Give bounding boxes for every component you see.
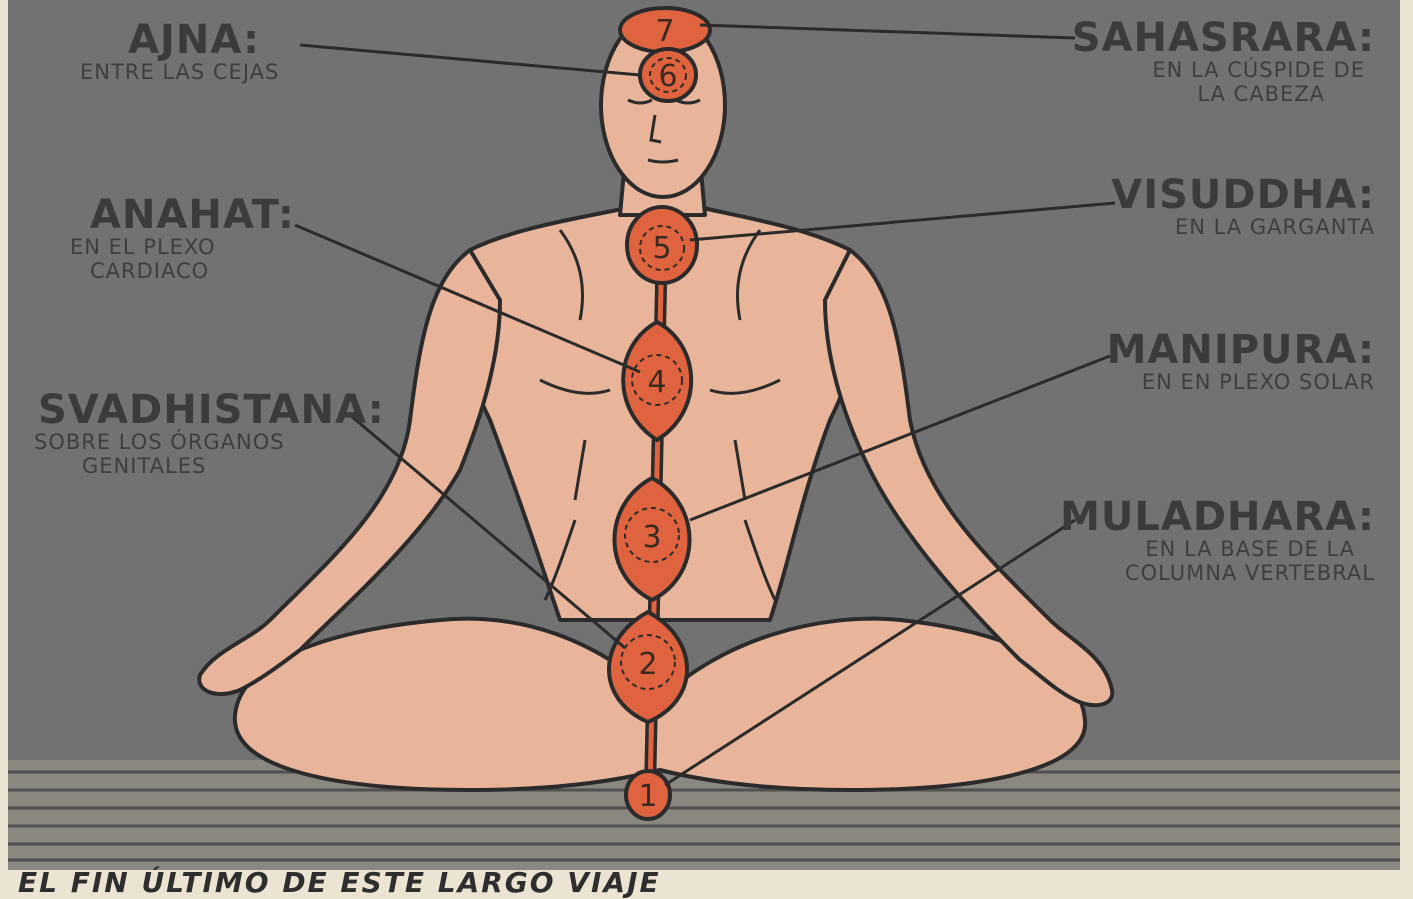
label-muladhara: MULADHARA: EN LA BASE DE LA COLUMNA VERT… [1060, 497, 1375, 585]
svadhistana-description-line1: SOBRE LOS ÓRGANOS [34, 430, 385, 454]
muladhara-description-line1: EN LA BASE DE LA [1060, 537, 1355, 561]
chakra-2-number: 2 [638, 647, 657, 682]
bottom-caption: EL FIN ÚLTIMO DE ESTE LARGO VIAJE [18, 868, 661, 898]
chakra-3-number: 3 [642, 520, 661, 555]
chakra-5-number: 5 [652, 231, 671, 266]
manipura-name: MANIPURA: [1107, 330, 1375, 370]
muladhara-name: MULADHARA: [1060, 497, 1375, 537]
ajna-name: AJNA: [128, 20, 279, 60]
anahat-description-line1: EN EL PLEXO [70, 235, 295, 259]
sahasrara-description-line1: EN LA CÚSPIDE DE [1072, 58, 1365, 82]
label-sahasrara: SAHASRARA: EN LA CÚSPIDE DE LA CABEZA [1072, 18, 1375, 106]
sahasrara-name: SAHASRARA: [1072, 18, 1375, 58]
chakra-4-number: 4 [647, 365, 666, 400]
chakra-1-number: 1 [638, 779, 657, 814]
muladhara-description-line2: COLUMNA VERTEBRAL [1060, 561, 1375, 585]
anahat-description-line2: CARDIACO [90, 259, 295, 283]
chakra-6-number: 6 [658, 59, 677, 94]
label-manipura: MANIPURA: EN EN PLEXO SOLAR [1107, 330, 1375, 394]
svadhistana-name: SVADHISTANA: [38, 390, 385, 430]
label-visuddha: VISUDDHA: EN LA GARGANTA [1111, 175, 1375, 239]
visuddha-name: VISUDDHA: [1111, 175, 1375, 215]
manipura-description: EN EN PLEXO SOLAR [1107, 370, 1375, 394]
label-svadhistana: SVADHISTANA: SOBRE LOS ÓRGANOS GENITALES [38, 390, 385, 478]
chakra-7-number: 7 [655, 14, 674, 49]
sahasrara-description-line2: LA CABEZA [1072, 82, 1325, 106]
ajna-description: ENTRE LAS CEJAS [80, 60, 279, 84]
visuddha-description: EN LA GARGANTA [1111, 215, 1375, 239]
anahat-name: ANAHAT: [90, 195, 295, 235]
svadhistana-description-line2: GENITALES [82, 454, 385, 478]
label-anahat: ANAHAT: EN EL PLEXO CARDIACO [90, 195, 295, 283]
label-ajna: AJNA: ENTRE LAS CEJAS [128, 20, 279, 84]
